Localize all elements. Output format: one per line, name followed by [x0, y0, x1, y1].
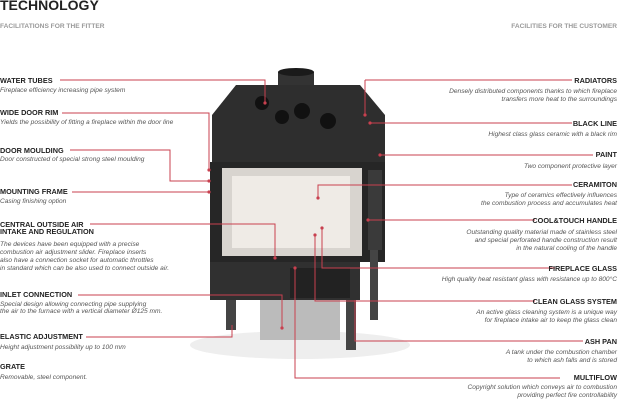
mounting-frame-title: MOUNTING FRAME [0, 187, 68, 196]
leg [346, 300, 356, 350]
ash-pan-desc: to which ash falls and is stored [527, 357, 617, 364]
grate-title: GRATE [0, 362, 25, 371]
door-moulding-title: DOOR MOULDING [0, 146, 64, 155]
radiators-desc: Densely distributed components thanks to… [449, 88, 617, 95]
ceramiton-desc: the combustion process and accumulates h… [481, 200, 617, 207]
inlet-connection-desc: the air to the furnace with a vertical d… [0, 308, 163, 315]
inlet-connection-title: INLET CONNECTION [0, 290, 73, 299]
wide-door-rim-title: WIDE DOOR RIM [0, 108, 59, 117]
elastic-adjustment-desc: Height adjustment possibility up to 100 … [0, 344, 126, 351]
water-tube-icon [275, 110, 289, 124]
clean-glass-desc: for fireplace intake air to keep the gla… [484, 317, 617, 324]
right-heading: FACILITIES FOR THE CUSTOMER [511, 23, 617, 30]
leg [226, 300, 236, 330]
central-air-title-1: CENTRAL OUTSIDE AIR [0, 220, 84, 229]
multiflow-desc: Copyright solution which conveys air to … [467, 384, 617, 391]
clean-glass-title: CLEAN GLASS SYSTEM [532, 297, 617, 306]
paint-title: PAINT [595, 150, 617, 159]
central-air-desc: combustion air adjustment slider. Firepl… [0, 249, 147, 256]
cool-touch-desc: Outstanding quality material made of sta… [466, 229, 617, 236]
black-line-desc: Highest class glass ceramic with a black… [488, 131, 617, 138]
side-radiator [368, 170, 382, 250]
multiflow-title: MULTIFLOW [573, 373, 617, 382]
black-line-title: BLACK LINE [572, 119, 617, 128]
door-moulding-desc: Door constructed of special strong steel… [0, 156, 145, 163]
fireplace-glass-desc: High quality heat resistant glass with r… [441, 276, 617, 283]
radiators-title: RADIATORS [574, 76, 617, 85]
water-tubes-title: WATER TUBES [0, 76, 53, 85]
grate-desc: Removable, steel component. [0, 374, 88, 381]
central-air-title-2: INTAKE AND REGULATION [0, 227, 94, 236]
water-tubes-desc: Fireplace efficiency increasing pipe sys… [0, 87, 126, 94]
leg [370, 250, 378, 320]
water-tube-icon [294, 103, 310, 119]
inlet-connection [260, 300, 340, 340]
elastic-adjustment-title: ELASTIC ADJUSTMENT [0, 332, 83, 341]
paint-desc: Two component protective layer [524, 163, 617, 170]
cool-touch-title: COOL&TOUCH HANDLE [532, 216, 617, 225]
ceramiton-title: CERAMITON [572, 180, 617, 189]
page-title: TECHNOLOGY [0, 0, 99, 13]
flue-pipe [278, 72, 314, 86]
inlet-connection-desc: Special design allowing connecting pipe … [0, 301, 147, 308]
callout-lines [60, 79, 593, 379]
clean-glass-desc: An active glass cleaning system is a uni… [476, 309, 617, 316]
wide-door-rim-desc: Yields the possibility of fitting a fire… [0, 119, 174, 126]
hood [212, 85, 385, 162]
water-tube-icon [255, 96, 269, 110]
central-air-desc: also have a connection socket for automa… [0, 257, 154, 264]
water-tube-icon [320, 113, 336, 129]
central-air-desc: The devices have been equipped with a pr… [0, 241, 140, 248]
cool-touch-desc: and special perforated handle constructi… [474, 237, 617, 244]
cool-touch-desc: in the natural cooling of the handle [516, 245, 617, 252]
left-heading: FACILITATIONS FOR THE FITTER [0, 23, 105, 30]
multiflow-desc: providing perfect fire controllability [517, 392, 617, 399]
ceramiton-desc: Type of ceramics effectively influences [504, 192, 617, 199]
ash-pan-title: ASH PAN [584, 337, 617, 346]
fireplace-glass-title: FIREPLACE GLASS [548, 264, 617, 273]
central-air-desc: in standard which can be also used to co… [0, 265, 170, 272]
mounting-frame-desc: Casing finishing option [0, 198, 67, 205]
ash-pan-desc: A tank under the combustion chamber [505, 349, 617, 356]
ash-pan [290, 268, 350, 298]
radiators-desc: transfers more heat to the surroundings [501, 96, 617, 103]
